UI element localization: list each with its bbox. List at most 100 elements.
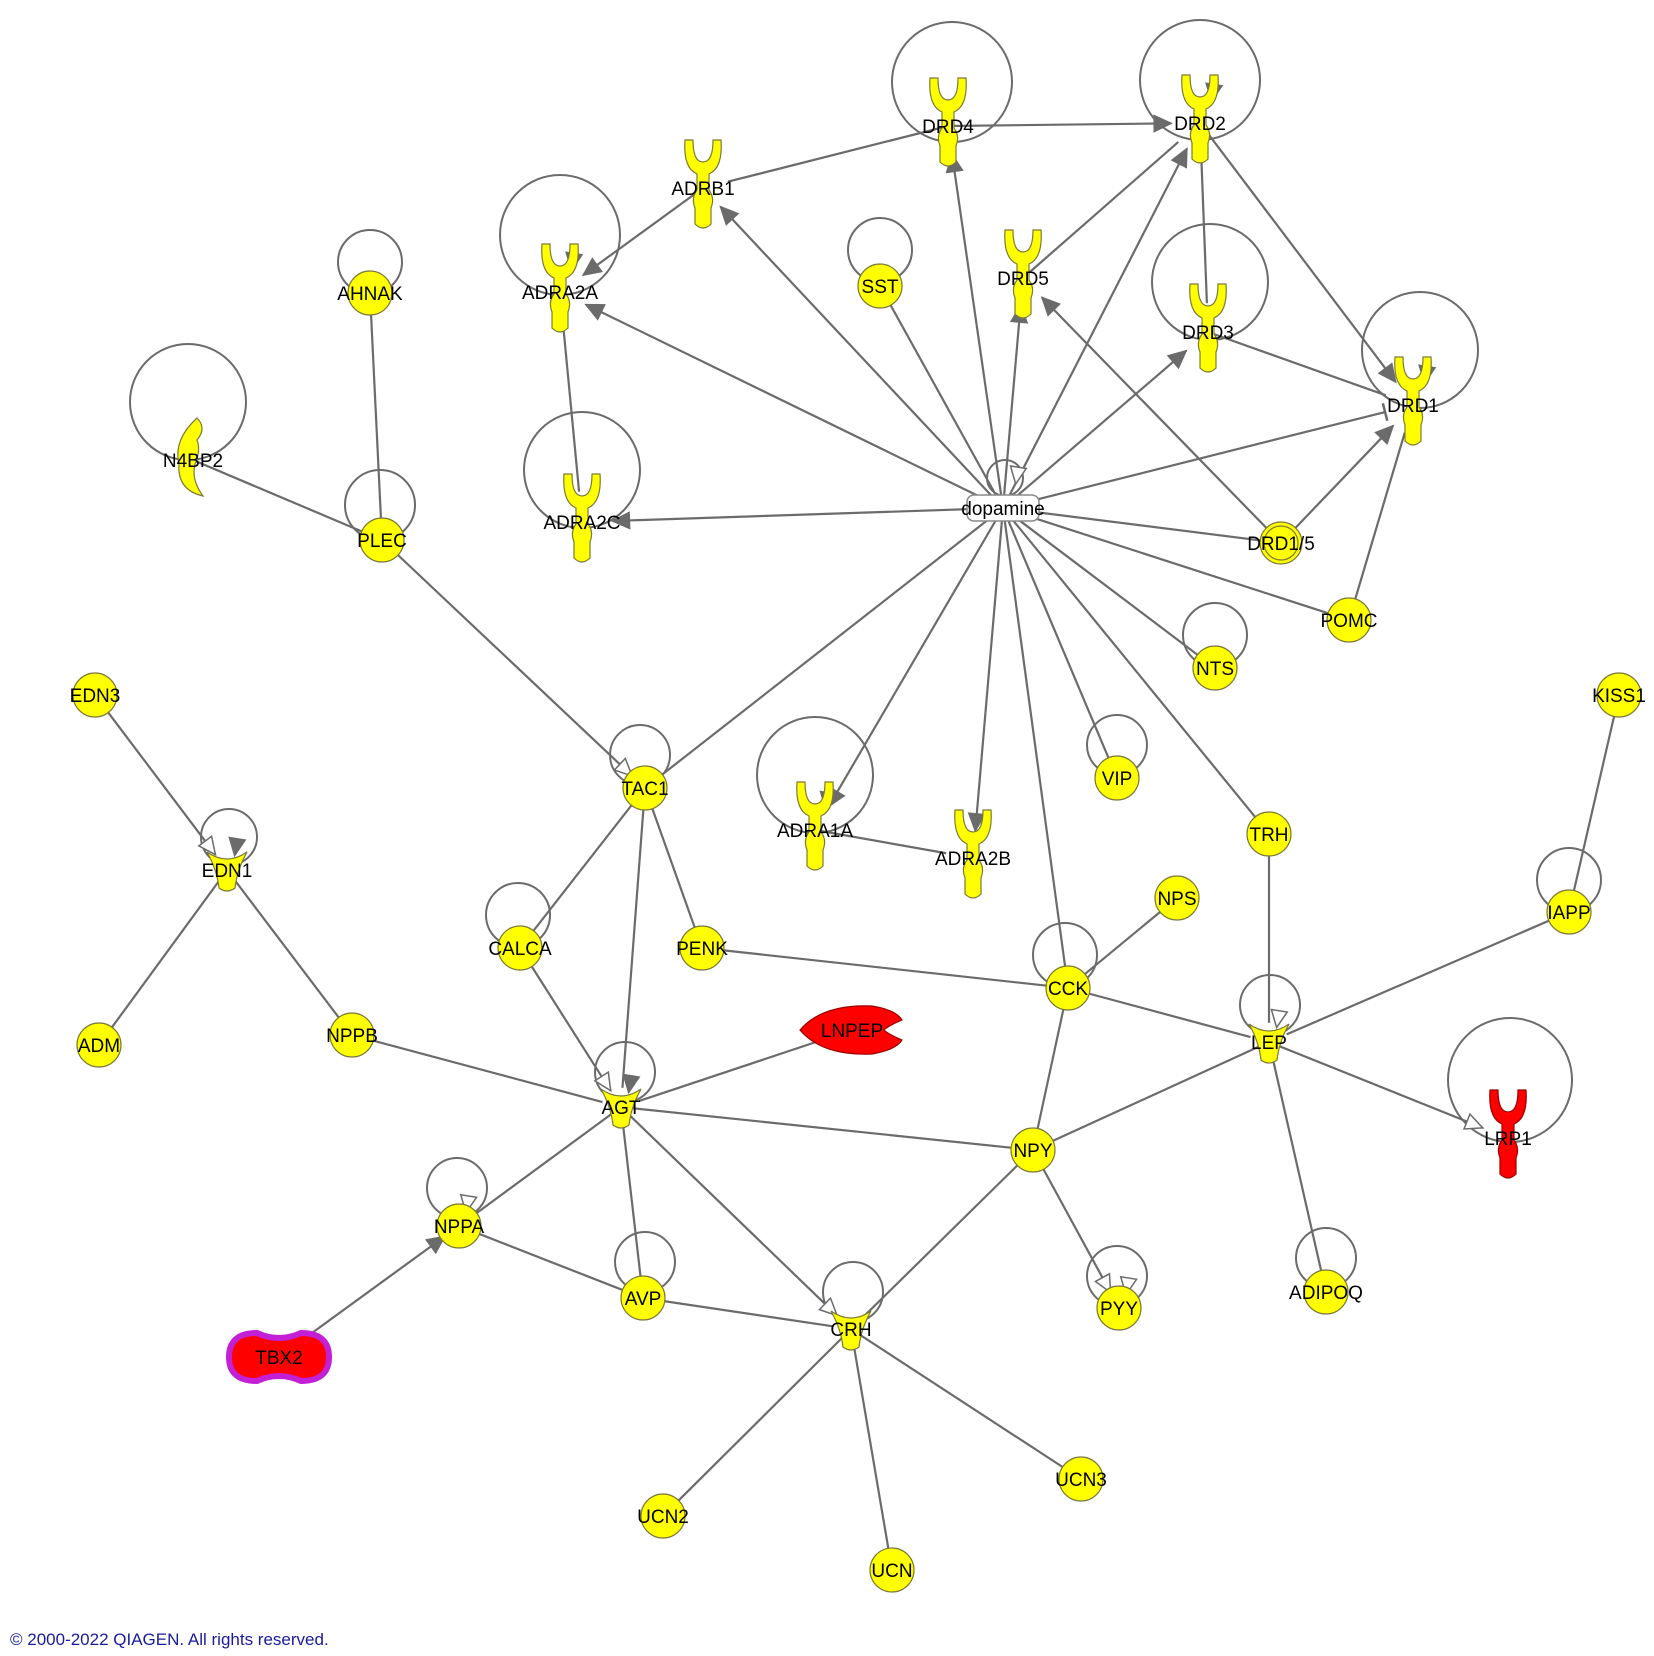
edge-head-dopamine-drd1	[1381, 402, 1389, 422]
node-label-pomc: POMC	[1321, 611, 1378, 632]
node-lep[interactable]: LEP	[1248, 1023, 1290, 1064]
node-adrb1[interactable]: ADRB1	[671, 139, 735, 229]
node-label-agt: AGT	[601, 1098, 640, 1119]
copyright-notice: © 2000-2022 QIAGEN. All rights reserved.	[10, 1630, 329, 1649]
edge-drd3-drd1	[1207, 330, 1387, 397]
node-drd1[interactable]: DRD1	[1387, 356, 1439, 446]
node-drd4[interactable]: DRD4	[922, 77, 974, 167]
edge-penk-cck	[701, 946, 1051, 988]
node-nppa[interactable]: NPPA	[434, 1203, 485, 1249]
node-tac1[interactable]: TAC1	[621, 765, 669, 811]
edge-head-plec-tac1	[612, 757, 634, 778]
node-lnpep[interactable]: LNPEP	[799, 1005, 903, 1055]
node-trh[interactable]: TRH	[1246, 811, 1292, 857]
edge-cck-npy	[1035, 987, 1070, 1134]
node-label-edn3: EDN3	[70, 686, 121, 707]
edge-dopamine-cck	[1001, 507, 1067, 971]
edge-dopamine-drd15	[1002, 506, 1264, 542]
node-label-nps: NPS	[1157, 889, 1196, 910]
edge-edn1-nppb	[226, 869, 343, 1022]
node-label-pyy: PYY	[1100, 1299, 1138, 1320]
node-n4bp2[interactable]: N4BP2	[163, 417, 223, 497]
edge-pomc-drd1	[1347, 432, 1406, 621]
node-vip[interactable]: VIP	[1094, 755, 1140, 801]
edge-npy-pyy	[1032, 1149, 1112, 1294]
node-label-drd4: DRD4	[922, 117, 974, 138]
node-nts[interactable]: NTS	[1192, 645, 1238, 691]
node-edn3[interactable]: EDN3	[70, 672, 121, 718]
node-avp[interactable]: AVP	[620, 1275, 666, 1321]
edge-ahnak-plec	[368, 292, 383, 523]
node-drd15[interactable]: DRD1/5	[1247, 521, 1315, 565]
node-lrp1[interactable]: LRP1	[1484, 1089, 1532, 1179]
edge-head-dopamine-adra2b	[967, 812, 986, 833]
edge-dopamine-nts	[1002, 507, 1203, 660]
node-penk[interactable]: PENK	[676, 925, 728, 971]
node-label-drd1: DRD1	[1387, 396, 1439, 417]
edge-head-npy-pyy	[1094, 1272, 1112, 1295]
edge-avp-crh	[642, 1296, 833, 1328]
edge-drd2-drd1	[1199, 122, 1397, 383]
node-dopamine[interactable]: dopamine	[961, 494, 1045, 522]
node-adm[interactable]: ADM	[76, 1022, 122, 1068]
edge-n4bp2-plec	[192, 458, 367, 535]
node-nps[interactable]: NPS	[1154, 875, 1200, 921]
node-ucn2[interactable]: UCN2	[637, 1493, 689, 1539]
node-edn1[interactable]: EDN1	[202, 851, 253, 892]
node-adra2b[interactable]: ADRA2B	[935, 809, 1011, 899]
node-agt[interactable]: AGT	[600, 1088, 642, 1129]
edge-kiss1-iapp	[1571, 694, 1621, 896]
node-label-plec: PLEC	[357, 531, 407, 552]
node-label-tac1: TAC1	[621, 779, 668, 800]
node-tbx2[interactable]: TBX2	[225, 1329, 333, 1385]
edge-adra1a-adra2b	[814, 828, 947, 855]
node-sst[interactable]: SST	[857, 263, 903, 309]
node-npy[interactable]: NPY	[1010, 1127, 1056, 1173]
edge-nppb-agt	[351, 1033, 603, 1104]
edge-dopamine-tac1	[658, 507, 1004, 779]
node-pomc[interactable]: POMC	[1321, 597, 1378, 643]
node-label-lep: LEP	[1251, 1033, 1287, 1054]
edge-head-tbx2-nppa	[425, 1235, 447, 1255]
node-adra2a[interactable]: ADRA2A	[522, 243, 598, 333]
edge-tac1-penk	[643, 787, 698, 932]
edge-dopamine-adrb1	[719, 205, 1004, 509]
edge-head-drd2-drd1	[1377, 362, 1397, 384]
node-cck[interactable]: CCK	[1045, 965, 1091, 1011]
node-label-avp: AVP	[625, 1289, 662, 1310]
node-ucn3[interactable]: UCN3	[1055, 1456, 1107, 1502]
edge-dopamine-drd1	[1002, 410, 1386, 510]
self-loop-head-dopamine	[1009, 465, 1028, 486]
node-label-kiss1: KISS1	[1592, 686, 1646, 707]
node-label-nppa: NPPA	[434, 1217, 485, 1238]
node-iapp[interactable]: IAPP	[1546, 889, 1592, 935]
node-nppb[interactable]: NPPB	[326, 1012, 378, 1058]
edge-iapp-lep	[1286, 910, 1570, 1036]
edge-crh-ucn	[849, 1328, 891, 1553]
node-adra1a[interactable]: ADRA1A	[777, 781, 853, 871]
node-drd3[interactable]: DRD3	[1182, 283, 1234, 373]
edge-crh-ucn3	[850, 1328, 1067, 1471]
node-ahnak[interactable]: AHNAK	[337, 270, 403, 316]
edge-lep-lrp1	[1268, 1040, 1484, 1129]
node-label-vip: VIP	[1102, 769, 1133, 790]
edge-plec-tac1	[381, 539, 633, 777]
node-plec[interactable]: PLEC	[357, 517, 407, 563]
node-pyy[interactable]: PYY	[1096, 1285, 1142, 1331]
node-label-iapp: IAPP	[1547, 903, 1590, 924]
node-calca[interactable]: CALCA	[488, 925, 552, 971]
node-label-adra1a: ADRA1A	[777, 821, 853, 842]
edge-tac1-calca	[529, 787, 646, 935]
node-label-dopamine: dopamine	[961, 499, 1044, 520]
node-label-ucn2: UCN2	[637, 1507, 689, 1528]
node-drd2[interactable]: DRD2	[1174, 74, 1226, 164]
node-adra2c[interactable]: ADRA2C	[543, 473, 621, 563]
edge-head-calca-agt	[593, 1070, 612, 1093]
edge-dopamine-adra2a	[585, 303, 1004, 509]
node-drd5[interactable]: DRD5	[997, 229, 1049, 319]
node-ucn[interactable]: UCN	[869, 1547, 915, 1593]
edge-dopamine-vip	[1001, 507, 1112, 764]
node-adipoq[interactable]: ADIPOQ	[1289, 1269, 1363, 1315]
node-kiss1[interactable]: KISS1	[1592, 672, 1646, 718]
node-crh[interactable]: CRH	[830, 1310, 872, 1351]
